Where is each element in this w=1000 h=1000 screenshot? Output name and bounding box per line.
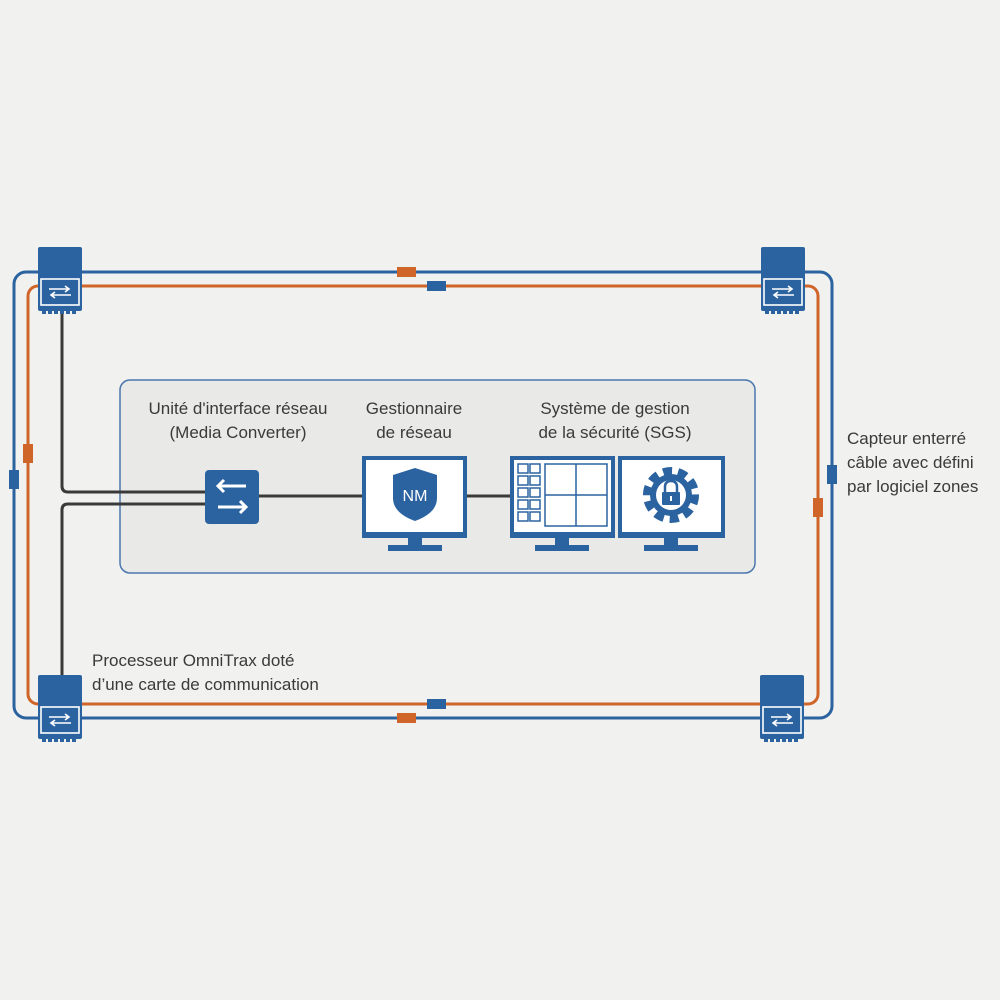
left-blue-joint (9, 470, 19, 489)
network-manager-label-line1: Gestionnaire (365, 399, 463, 418)
media-converter-label-line1: Unité d'interface réseau (148, 399, 328, 418)
network-manager-monitor: NM (362, 456, 467, 551)
bottom-orange-joint (397, 713, 416, 723)
data-cable-bottom-processor (60, 502, 206, 676)
shield-icon (393, 468, 437, 521)
processor-label: Processeur OmniTrax doté d’une carte de … (92, 649, 319, 697)
sensor-cable-label: Capteur enterré câble avec défini par lo… (847, 427, 978, 499)
gear-lock-icon (643, 467, 699, 523)
sgs-video-wall-monitor (510, 456, 615, 551)
processor-label-line1: Processeur OmniTrax doté (92, 651, 295, 670)
top-blue-joint (427, 281, 446, 291)
sgs-security-monitor (618, 456, 725, 551)
processor-bottom-left (37, 674, 83, 743)
top-orange-joint (397, 267, 416, 277)
network-manager-label: Gestionnaire de réseau (350, 397, 478, 445)
security-system-label-line2: de la sécurité (SGS) (538, 423, 692, 442)
video-wall-icon (517, 463, 608, 527)
sensor-cable-label-line1: Capteur enterré (847, 429, 967, 448)
media-converter-label: Unité d'interface réseau (Media Converte… (130, 397, 346, 445)
security-system-label-line1: Système de gestion (540, 399, 690, 418)
network-manager-label-line2: de réseau (376, 423, 452, 442)
switch-arrows-icon (205, 470, 259, 524)
processor-label-line2: d’une carte de communication (92, 675, 319, 694)
sensor-cable-label-line3: par logiciel zones (847, 477, 979, 496)
left-orange-joint (23, 444, 33, 463)
security-system-label: Système de gestion de la sécurité (SGS) (515, 397, 715, 445)
data-cable-top-processor (60, 310, 230, 494)
processor-bottom-right (759, 674, 805, 743)
media-converter-label-line2: (Media Converter) (169, 423, 307, 442)
orange-sensor-cable (26, 284, 820, 706)
nm-label: NM (403, 488, 428, 505)
blue-sensor-cable (12, 270, 834, 720)
sensor-cable-label-line2: câble avec défini (847, 453, 974, 472)
processor-top-right (760, 246, 806, 315)
right-orange-joint (813, 498, 823, 517)
bottom-blue-joint (427, 699, 446, 709)
right-blue-joint (827, 465, 837, 484)
processor-top-left (37, 246, 83, 315)
